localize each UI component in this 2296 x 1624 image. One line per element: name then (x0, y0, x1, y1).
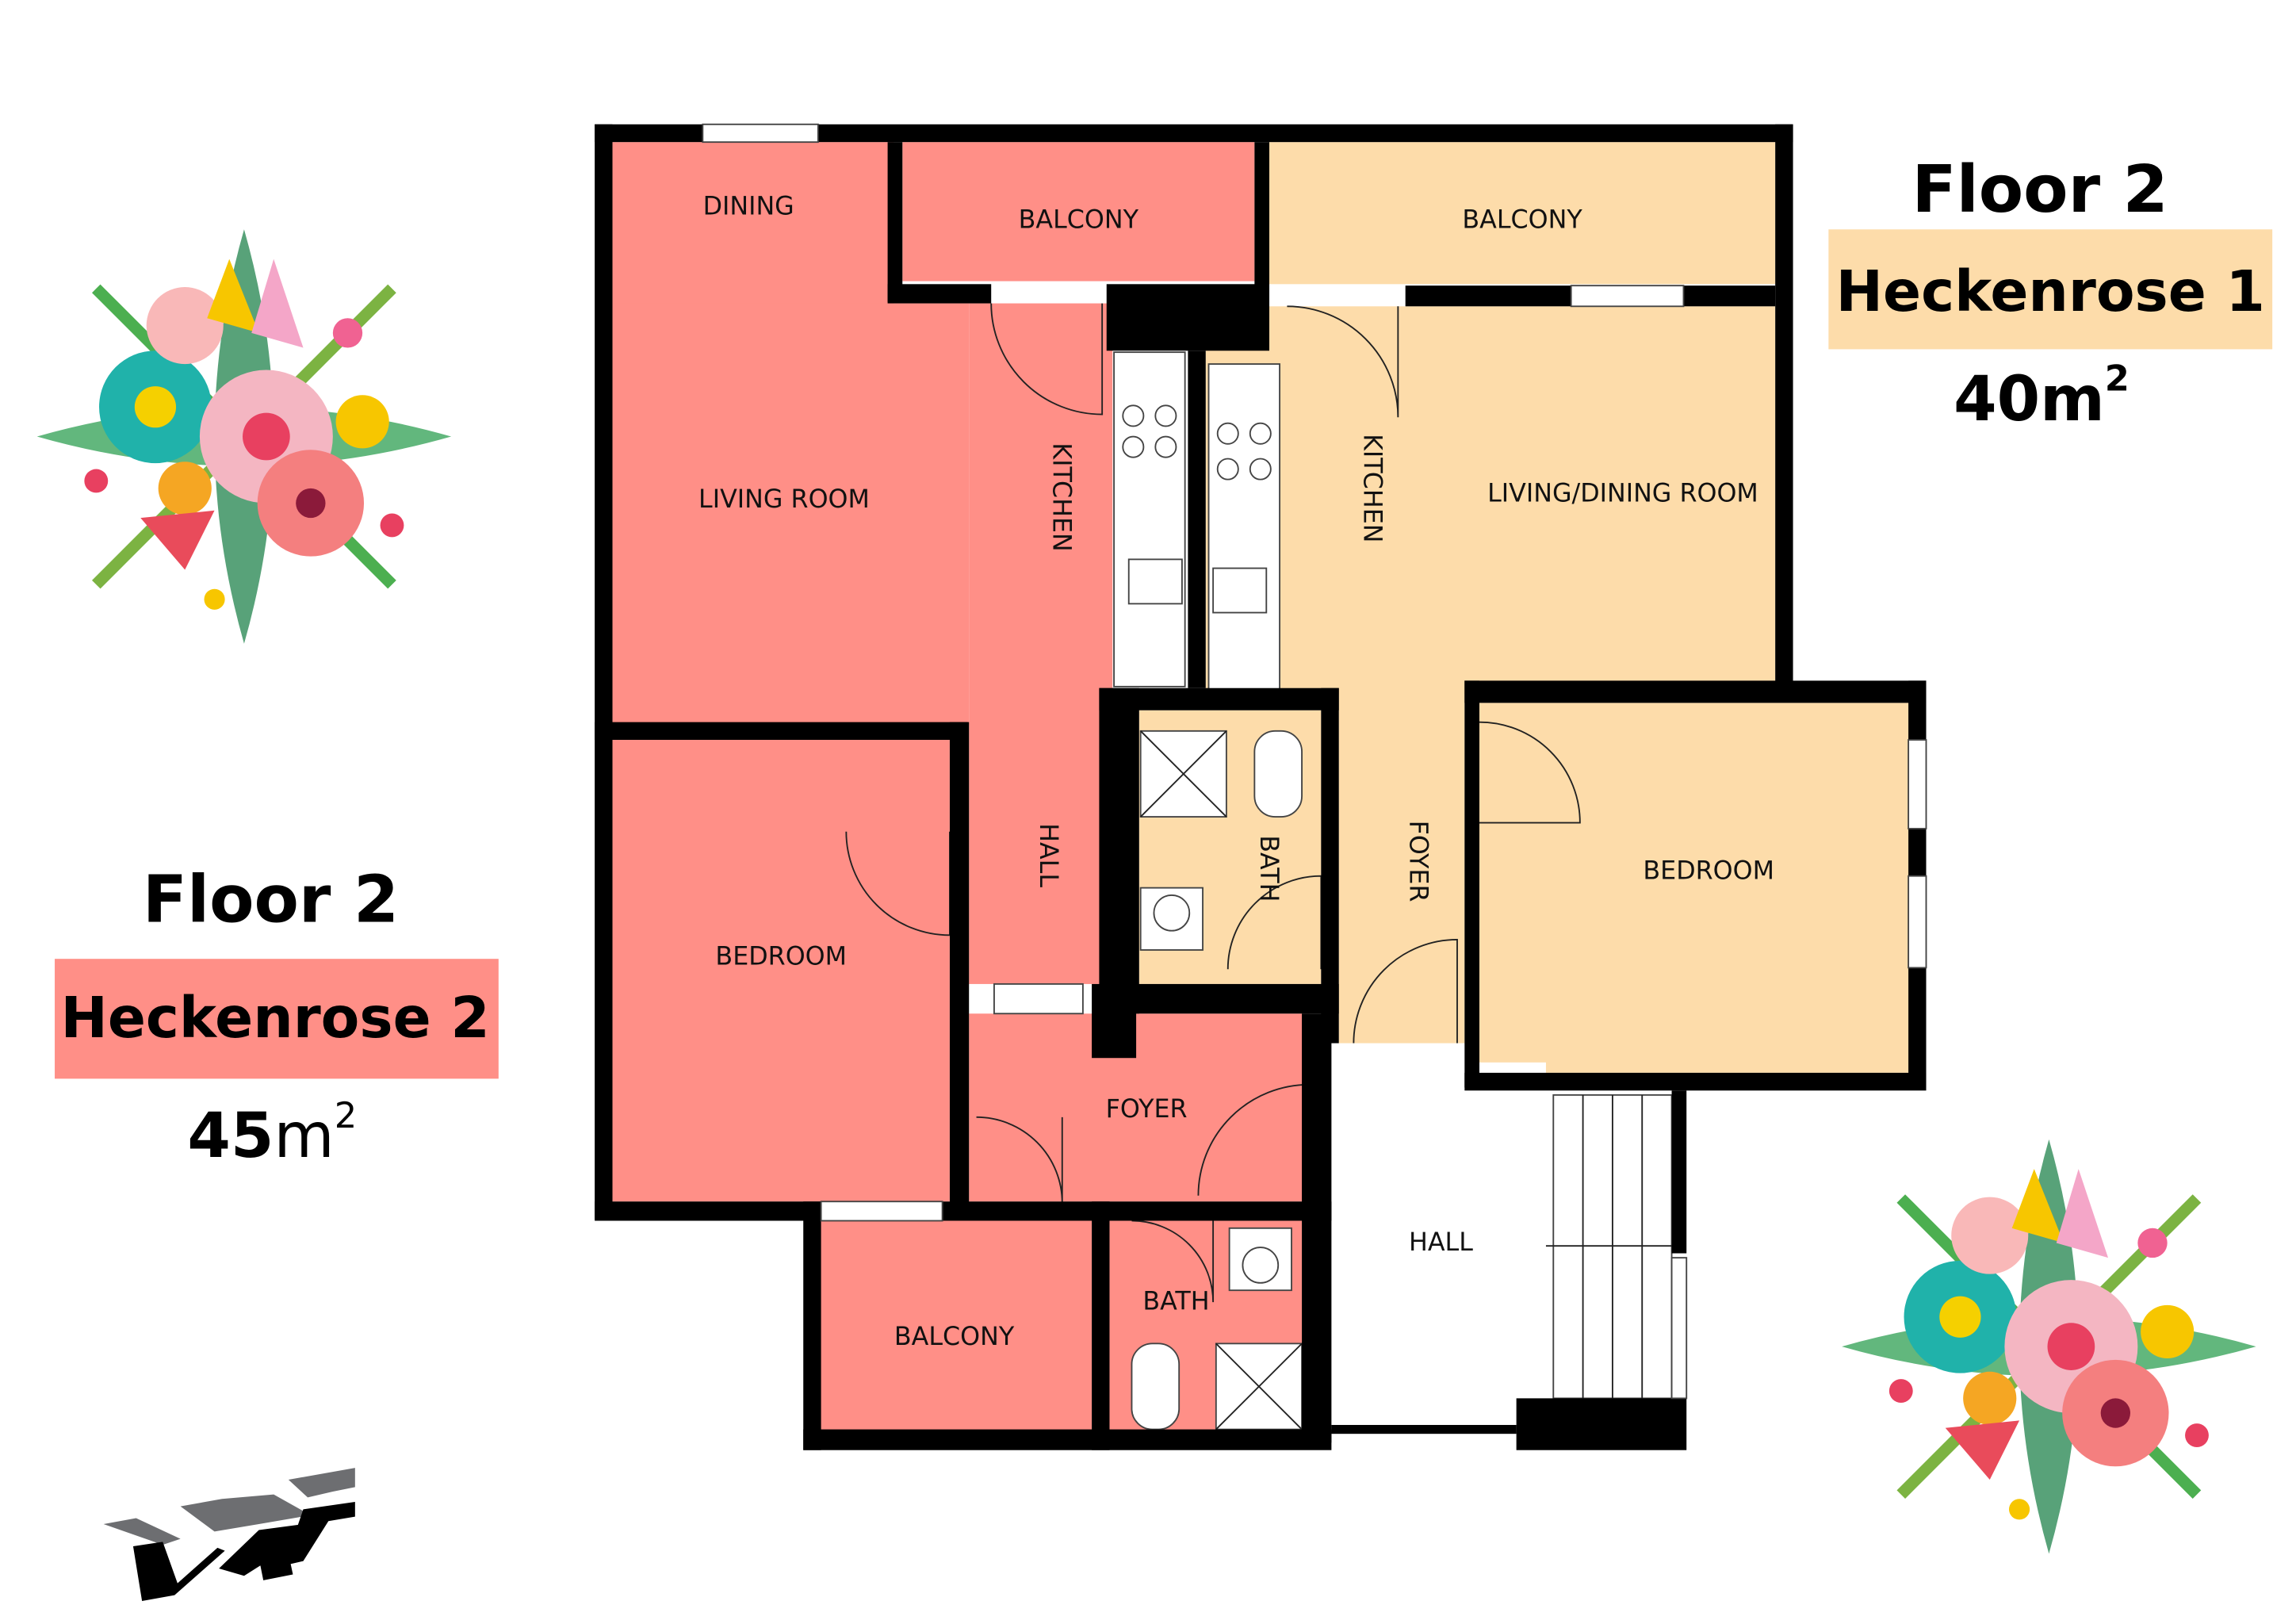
room-foyer-right (1338, 688, 1465, 1044)
bath-fixtures (1131, 730, 1303, 1431)
kitchen-counters (1113, 351, 1281, 691)
label-dining: DINING (703, 193, 794, 221)
area-left: 45m2 (187, 1094, 357, 1172)
flower-bouquet-icon (1842, 1139, 2256, 1553)
label-kitchen-right: KITCHEN (1357, 434, 1386, 542)
room-kitchen-hall (969, 303, 1113, 984)
unit-right-legend: Floor 2 Heckenrose 1 40m2 (1828, 152, 2273, 435)
label-bedroom-right: BEDROOM (1643, 856, 1774, 885)
room-foyer-left (969, 1013, 1310, 1202)
label-living-dining: LIVING/DINING ROOM (1487, 480, 1758, 508)
room-living (612, 303, 970, 726)
label-foyer-left: FOYER (1106, 1095, 1188, 1124)
unit-name-badge-left (55, 959, 499, 1079)
unit-name-left: Heckenrose 2 (60, 985, 489, 1051)
flower-bouquet-icon (37, 229, 451, 643)
windows (702, 123, 1927, 1400)
room-living-dining (1205, 306, 1776, 695)
common-hall (1331, 1062, 1546, 1428)
unit-heckenrose-2 (612, 142, 1310, 1433)
vrf-logo (103, 1468, 355, 1602)
room-bedroom-left (612, 740, 950, 1202)
label-balcony-right: BALCONY (1462, 205, 1582, 234)
unit-name-right: Heckenrose 1 (1836, 259, 2265, 324)
doors (845, 303, 1581, 1303)
label-common-hall: HALL (1409, 1228, 1473, 1257)
staircase (1545, 1094, 1673, 1400)
label-balcony-bottom: BALCONY (894, 1323, 1015, 1351)
room-balcony-bottom (817, 1220, 1093, 1433)
label-balcony-top-left: BALCONY (1019, 205, 1139, 234)
label-kitchen-left: KITCHEN (1047, 442, 1076, 551)
unit-name-badge-right (1828, 229, 2273, 350)
area-right: 40m2 (1954, 358, 2130, 435)
room-bedroom-right (1479, 703, 1911, 1073)
room-dining (612, 142, 894, 308)
label-bedroom-left: BEDROOM (715, 943, 847, 971)
floor-title-right: Floor 2 (1912, 152, 2168, 228)
label-bath-right: BATH (1254, 835, 1283, 902)
room-balcony-top-left (902, 142, 1255, 282)
label-hall-left: HALL (1034, 823, 1062, 887)
label-foyer-right: FOYER (1403, 821, 1432, 902)
label-living: LIVING ROOM (698, 485, 870, 514)
unit-left-legend: Floor 2 Heckenrose 2 45m2 (55, 863, 499, 1172)
label-bath-left: BATH (1142, 1287, 1209, 1316)
room-balcony-right (1269, 142, 1776, 285)
floor-title-left: Floor 2 (143, 863, 399, 938)
unit-heckenrose-1 (1138, 142, 1911, 1073)
